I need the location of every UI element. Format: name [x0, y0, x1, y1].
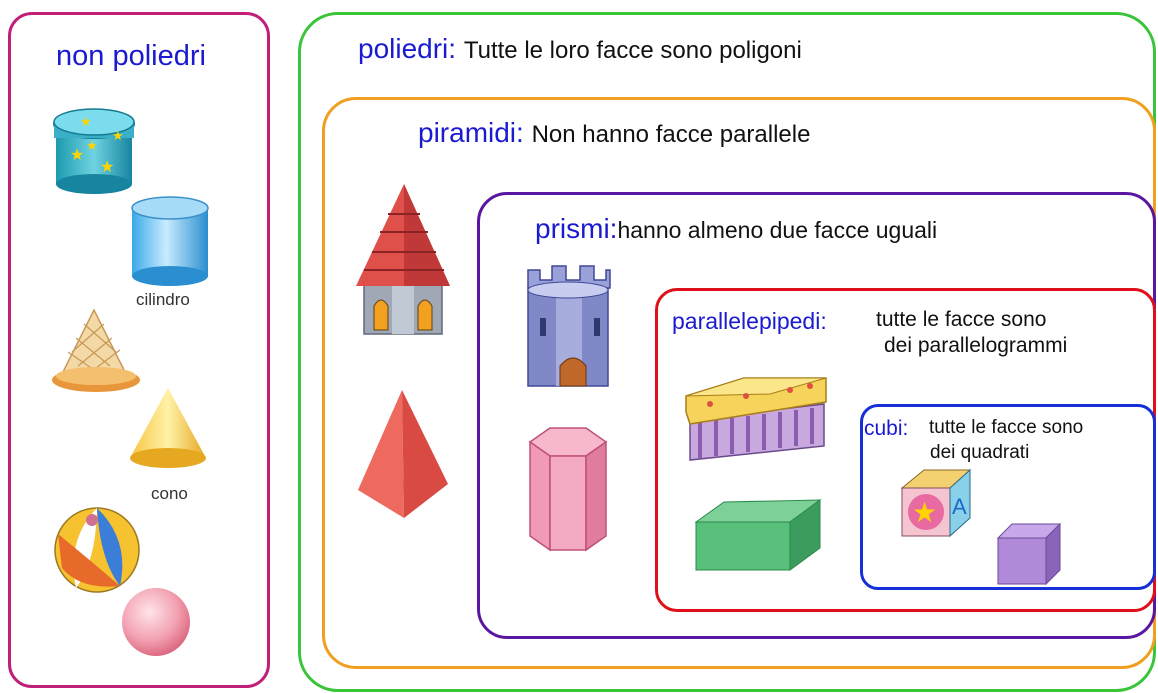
pyramid-icon [358, 390, 448, 518]
prisms-label: prismi:hanno almeno due facce uguali [535, 213, 937, 245]
svg-text:★: ★ [86, 138, 98, 153]
beach-ball-icon [54, 507, 140, 593]
polyhedra-description: Tutte le loro facce sono poligoni [463, 37, 802, 64]
star-hat-box-icon: ★ ★ ★ ★ ★ [53, 108, 135, 194]
cone-caption: cono [151, 484, 188, 503]
castle-tower-icon [527, 265, 611, 387]
parallelepipeds-line1: tutte le facce sono [876, 308, 1047, 331]
parallelepipeds-keyword: parallelepipedi: [672, 308, 827, 334]
prisms-keyword: prismi: [535, 213, 618, 244]
pyramids-description: Non hanno facce parallele [531, 121, 811, 148]
svg-text:★: ★ [912, 497, 937, 528]
toy-block-icon: ★ A [900, 468, 972, 538]
cubes-line1: tutte le facce sono [929, 417, 1084, 438]
cone-icon [130, 388, 206, 468]
svg-text:★: ★ [112, 128, 124, 143]
bell-tower-icon [356, 184, 450, 335]
pyramids-label: piramidi: Non hanno facce parallele [418, 117, 810, 149]
sphere-icon [122, 588, 190, 656]
pyramids-keyword: piramidi: [418, 117, 524, 148]
polyhedra-label: poliedri: Tutte le loro facce sono polig… [358, 33, 802, 65]
gift-box-icon [685, 377, 827, 461]
cylinder-icon [131, 196, 209, 286]
cubes-keyword: cubi: [864, 417, 909, 440]
parallelepipeds-line2: dei parallelogrammi [884, 334, 1068, 357]
non-polyhedra-box [8, 12, 270, 688]
polyhedra-keyword: poliedri: [358, 33, 457, 64]
svg-text:★: ★ [70, 147, 84, 164]
svg-text:★: ★ [80, 114, 92, 129]
non-polyhedra-title: non poliedri [56, 40, 206, 72]
ice-cream-cone-icon [52, 308, 140, 392]
svg-text:★: ★ [100, 159, 114, 176]
prisms-description: hanno almeno due facce uguali [617, 217, 938, 243]
hexagonal-prism-icon [528, 427, 608, 552]
cubes-box [860, 404, 1156, 590]
svg-text:A: A [952, 494, 967, 519]
green-cuboid-icon [694, 499, 822, 571]
cubes-line2: dei quadrati [930, 442, 1030, 463]
purple-cube-icon [996, 522, 1062, 586]
cylinder-caption: cilindro [136, 290, 190, 309]
